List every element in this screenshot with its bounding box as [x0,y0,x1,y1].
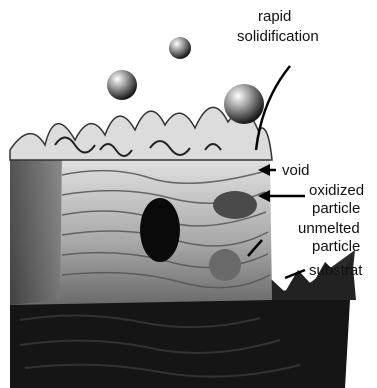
label-unmelted-2: particle [312,238,360,255]
droplet-left [107,70,137,100]
label-oxidized-1: oxidized [309,182,364,199]
label-rapid-solidification-1: rapid [258,8,291,25]
oxidized-particle-shape [213,191,257,219]
label-substrate: substrat [309,262,362,279]
droplet-small [169,37,191,59]
unmelted-particle-shape [209,249,241,281]
label-rapid-solidification-2: solidification [237,28,319,45]
droplet-right [224,84,264,124]
label-oxidized-2: particle [312,200,360,217]
void-shape [140,198,180,262]
label-void: void [282,162,310,179]
label-unmelted-1: unmelted [298,220,360,237]
